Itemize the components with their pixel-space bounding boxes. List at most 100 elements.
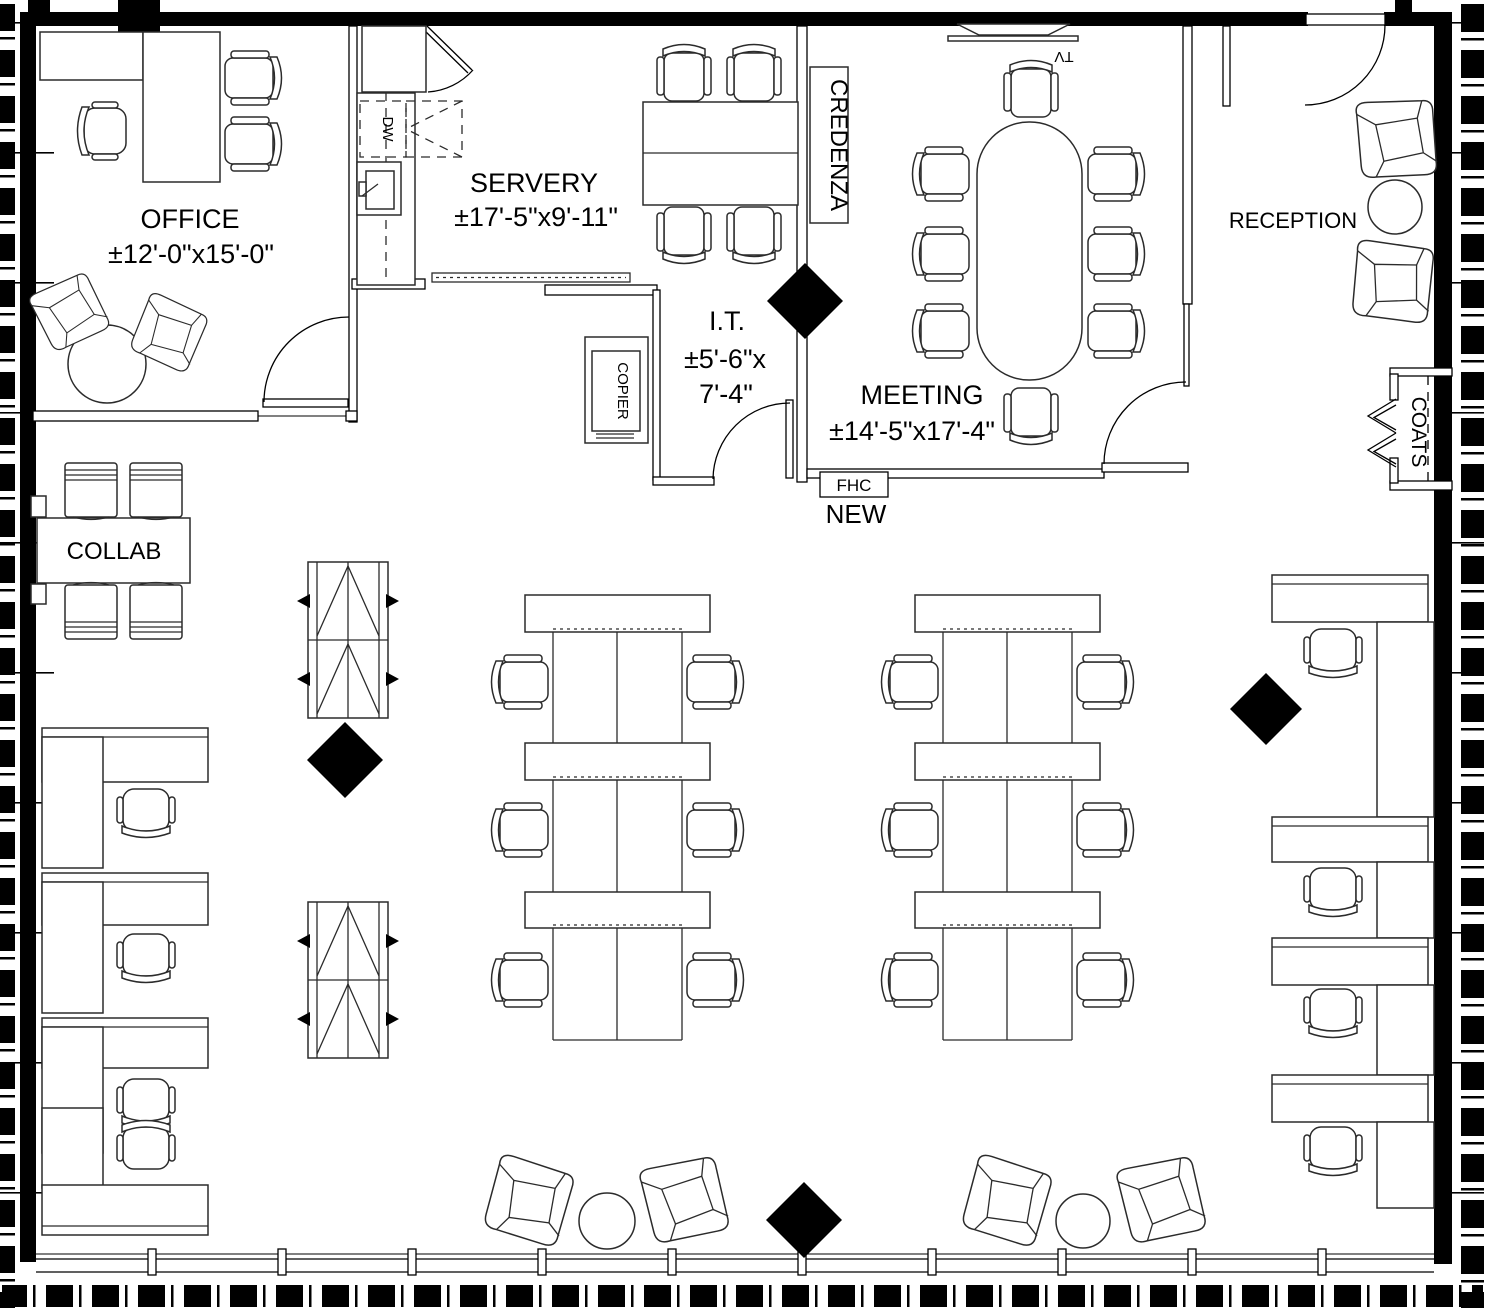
fhc-label: FHC [837,476,872,495]
desk-chair [1076,952,1135,1008]
slide-arrow-icon [297,934,310,948]
copier-label: COPIER [614,362,631,420]
meeting-dims: ±14'-5"x17'-4" [829,416,995,446]
desk-chair [880,802,939,858]
hatch-bottom [2,1285,1483,1307]
reception-lounge-chair [1354,96,1440,182]
office-desk-return [39,31,144,81]
desk-chair [490,802,549,858]
meeting-chair [1087,226,1146,282]
storage-cabinet-lower [297,901,399,1059]
window-mullion [407,1248,417,1276]
it-door-swing [712,402,791,480]
coats-bifold-door [1372,404,1397,431]
wall-stub-top-right [1395,0,1412,13]
desk-chair [1303,628,1363,679]
column-diamond-icon [767,263,843,339]
desk-chair [880,952,939,1008]
new-label: NEW [826,499,887,529]
storage-cabinet-upper [297,561,399,719]
column-markers [307,263,1302,1258]
window-mullion [667,1248,677,1276]
slide-arrow-icon [297,594,310,608]
slide-arrow-icon [297,672,310,686]
room-office: OFFICE ±12'-0"x15'-0" [26,31,283,404]
desk-chair [490,654,549,710]
office-label: OFFICE [141,204,240,234]
room-servery: DW SERVERY ±17'-5"x9'-11" [356,25,799,286]
credenza [809,66,849,224]
servery-chair [726,43,782,102]
wall-it-west [652,289,661,481]
collab-label: COLLAB [67,538,162,565]
desk-chair [686,654,745,710]
window-wall-south [36,1248,1434,1276]
l-desks-right [1271,574,1435,1209]
coats-stub-top [1389,373,1399,401]
desk-chair [1303,1126,1363,1177]
room-meeting: CREDENZA TV MEETING ±14'-5"x17'-4" FHC N… [809,23,1146,529]
coats-bifold-door [1366,432,1397,468]
wall-servery-south-b [544,284,658,296]
wall-reception-stub [1222,25,1231,107]
servery-chair [656,43,712,102]
sink-faucet-arm [361,183,379,197]
desk-chair [1076,802,1135,858]
collab-chair [64,581,118,640]
wall-meeting-south [806,468,1105,479]
slide-arrow-icon [386,672,399,686]
desk-chair [490,952,549,1008]
meeting-door-leaf [1101,462,1189,473]
servery-base-cabinet [361,25,427,93]
workstation-cluster-right [880,594,1135,1041]
coats-label: COATS [1407,397,1430,468]
desk-chair [116,1119,176,1170]
desk-chair [116,788,176,839]
collab-table-clip [30,495,47,518]
coats-wall-top [1389,367,1453,377]
wall-top [20,12,1308,26]
office-door-leaf [262,398,349,408]
servery-dims: ±17'-5"x9'-11" [454,202,618,232]
dishwasher-outline [359,100,407,158]
office-guest-chair [224,116,283,172]
entry-door-swing [1304,24,1386,106]
it-dims-2: 7'-4" [699,379,753,409]
desk-chair [1076,654,1135,710]
l-desks-left [41,727,209,1236]
entry-door-leaf [1305,13,1386,26]
fhc-box [819,471,889,498]
coats-bifold-door [1372,438,1397,465]
window-mullion [147,1248,157,1276]
slide-arrow-icon [297,1012,310,1026]
meeting-chair [911,303,970,359]
lounge-round-table [1055,1193,1111,1249]
coats-closet: COATS [1366,367,1453,491]
wall-right [1434,12,1452,1264]
lounge-group-south-right [959,1152,1209,1249]
office-guest-chair [224,50,283,106]
it-dims-1: ±5'-6"x [684,344,767,374]
it-door-leaf [785,399,794,479]
collab-table [36,517,191,584]
slide-arrow-icon [386,1012,399,1026]
coats-wall-bottom [1389,480,1453,491]
wall-office-south [32,410,259,422]
column-diamond-icon [1230,673,1302,745]
meeting-label: MEETING [860,380,983,410]
room-reception: RECEPTION [1229,96,1440,324]
upper-cabinet-outline [405,100,463,158]
meeting-chair [1003,387,1059,446]
desk-chair [1303,867,1363,918]
meeting-door-swing [1103,381,1187,465]
desk-chair [686,802,745,858]
collab-area: COLLAB [30,462,191,640]
window-mullion [537,1248,547,1276]
divider-screen [524,594,711,633]
it-label: I.T. [709,306,745,336]
divider-screen [914,594,1101,633]
office-task-chair [76,101,127,161]
divider-screen [524,742,711,781]
tv [956,23,1071,36]
